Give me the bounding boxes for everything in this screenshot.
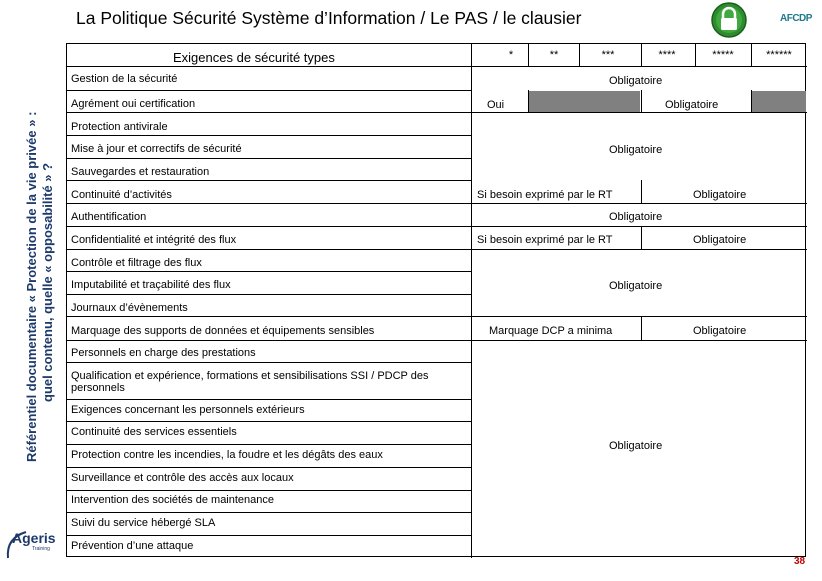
ageris-logo: Ageris Training	[4, 528, 60, 566]
row-label-marquage: Marquage des supports de données et équi…	[71, 325, 375, 337]
row-label-incendies: Protection contre les incendies, la foud…	[71, 449, 383, 461]
sidebar-title-line-2: quel contenu, quelle « opposabilité » ?	[40, 163, 55, 402]
value-marquage-obligatoire: Obligatoire	[693, 325, 747, 337]
table-header-label: Exigences de sécurité types	[173, 50, 335, 65]
row-label-personnels-exterieurs: Exigences concernant les personnels exté…	[71, 404, 305, 416]
sidebar-title-line-1: Référentiel documentaire « Protection de…	[24, 112, 39, 462]
row-label-journaux: Journaux d’évènements	[71, 302, 188, 314]
value-agrement-oui: Oui	[487, 99, 505, 111]
ageris-logo-sub: Training	[32, 546, 50, 552]
value-agrement-obligatoire: Obligatoire	[665, 99, 719, 111]
value-personnels-obligatoire: Obligatoire	[609, 440, 663, 452]
row-label-imputabilite: Imputabilité et traçabilité des flux	[71, 279, 231, 291]
row-label-continuite: Continuité d’activités	[71, 189, 172, 201]
level-2-header: **	[549, 49, 559, 61]
value-filtrage-obligatoire: Obligatoire	[609, 280, 663, 292]
level-1-header: *	[508, 49, 514, 61]
row-label-agrement: Agrément oui certification	[71, 98, 196, 110]
value-authentification-obligatoire: Obligatoire	[609, 211, 663, 223]
row-label-gestion-securite: Gestion de la sécurité	[71, 73, 178, 85]
lock-icon	[711, 2, 747, 38]
row-label-filtrage: Contrôle et filtrage des flux	[71, 257, 202, 269]
row-label-personnels: Personnels en charge des prestations	[71, 347, 256, 359]
sidebar-title: Référentiel documentaire « Protection de…	[2, 0, 62, 500]
level-5-header: *****	[712, 49, 734, 61]
ageris-logo-name: Ageris	[12, 530, 56, 546]
row-label-acces-locaux: Surveillance et contrôle des accès aux l…	[71, 472, 294, 484]
row-label-confidentialite: Confidentialité et intégrité des flux	[71, 234, 237, 246]
afcdp-logo: AFCDP	[780, 13, 812, 24]
page-number: 38	[794, 556, 806, 567]
row-label-authentification: Authentification	[71, 211, 147, 223]
row-label-mises-a-jour: Mise à jour et correctifs de sécurité	[71, 143, 242, 155]
level-4-header: ****	[658, 49, 676, 61]
row-label-continuite-services: Continuité des services essentiels	[71, 426, 237, 438]
row-label-sla: Suivi du service hébergé SLA	[71, 517, 216, 529]
grey-cell-agrement-2	[528, 91, 640, 112]
page-title: La Politique Sécurité Système d’Informat…	[76, 8, 582, 28]
level-6-header: ******	[766, 49, 792, 61]
row-label-prevention-attaque: Prévention d’une attaque	[71, 540, 194, 552]
value-confidentialite-obligatoire: Obligatoire	[693, 234, 747, 246]
value-marquage-dcp: Marquage DCP a minima	[489, 325, 613, 337]
row-label-antivirus: Protection antivirale	[71, 121, 168, 133]
grey-cell-agrement-6	[752, 91, 806, 112]
value-continuite-obligatoire: Obligatoire	[693, 189, 747, 201]
row-label-maintenance: Intervention des sociétés de maintenance	[71, 494, 275, 506]
value-gestion-obligatoire: Obligatoire	[609, 75, 663, 87]
level-3-header: ***	[601, 49, 615, 61]
value-antivirus-obligatoire: Obligatoire	[609, 144, 663, 156]
requirements-table: Exigences de sécurité types * ** *** ***…	[66, 43, 807, 558]
value-continuite-si-besoin: Si besoin exprimé par le RT	[477, 189, 613, 201]
row-label-qualification: Qualification et expérience, formations …	[71, 370, 429, 394]
value-confidentialite-si-besoin: Si besoin exprimé par le RT	[477, 234, 613, 246]
row-label-sauvegardes: Sauvegardes et restauration	[71, 166, 210, 178]
